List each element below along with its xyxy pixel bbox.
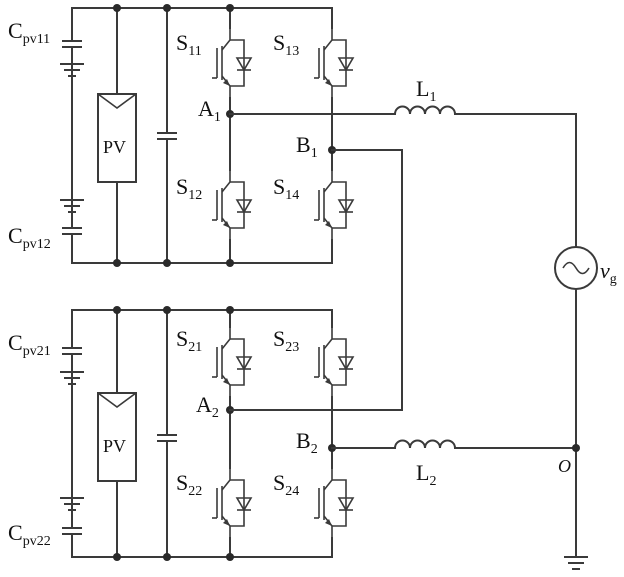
label-cpv22: Cpv22 [8,520,51,549]
inductor-l2 [394,439,456,449]
label-b2: B2 [296,428,318,457]
grid-connection [229,105,598,570]
node [113,259,121,267]
label-a2: A2 [196,392,219,421]
node-o [572,444,580,452]
label-s14: S14 [273,174,299,203]
label-o: O [558,456,571,476]
labels: Cpv11 Cpv12 Cpv21 Cpv22 PV PV S11 S12 S1… [8,18,617,549]
switch-s13 [313,27,354,99]
label-b1: B1 [296,132,318,161]
node [226,4,234,12]
node [163,4,171,12]
switch-s24 [313,467,354,539]
label-l1: L1 [416,76,436,105]
node [113,4,121,12]
label-s24: S24 [273,470,299,499]
module-1 [60,4,354,267]
inductor-l1 [394,105,456,115]
switch-s12 [211,169,252,241]
label-s23: S23 [273,326,299,355]
label-vg: vg [600,258,617,287]
node [226,553,234,561]
node [113,553,121,561]
switch-s11 [211,27,252,99]
node [113,306,121,314]
label-pv1: PV [103,137,126,157]
label-l2: L2 [416,460,436,489]
label-a1: A1 [198,96,221,125]
node [226,306,234,314]
switch-s14 [313,169,354,241]
label-s12: S12 [176,174,202,203]
label-cpv21: Cpv21 [8,330,51,359]
label-pv2: PV [103,436,126,456]
node [163,259,171,267]
switch-s23 [313,326,354,398]
label-s11: S11 [176,30,202,59]
switch-s21 [211,326,252,398]
label-s21: S21 [176,326,202,355]
label-cpv11: Cpv11 [8,18,50,47]
label-s22: S22 [176,470,202,499]
ground-icon [564,556,588,570]
node [163,306,171,314]
label-s13: S13 [273,30,299,59]
node [226,259,234,267]
switch-s22 [211,467,252,539]
module-2 [60,306,354,561]
label-cpv12: Cpv12 [8,223,51,252]
node [163,553,171,561]
